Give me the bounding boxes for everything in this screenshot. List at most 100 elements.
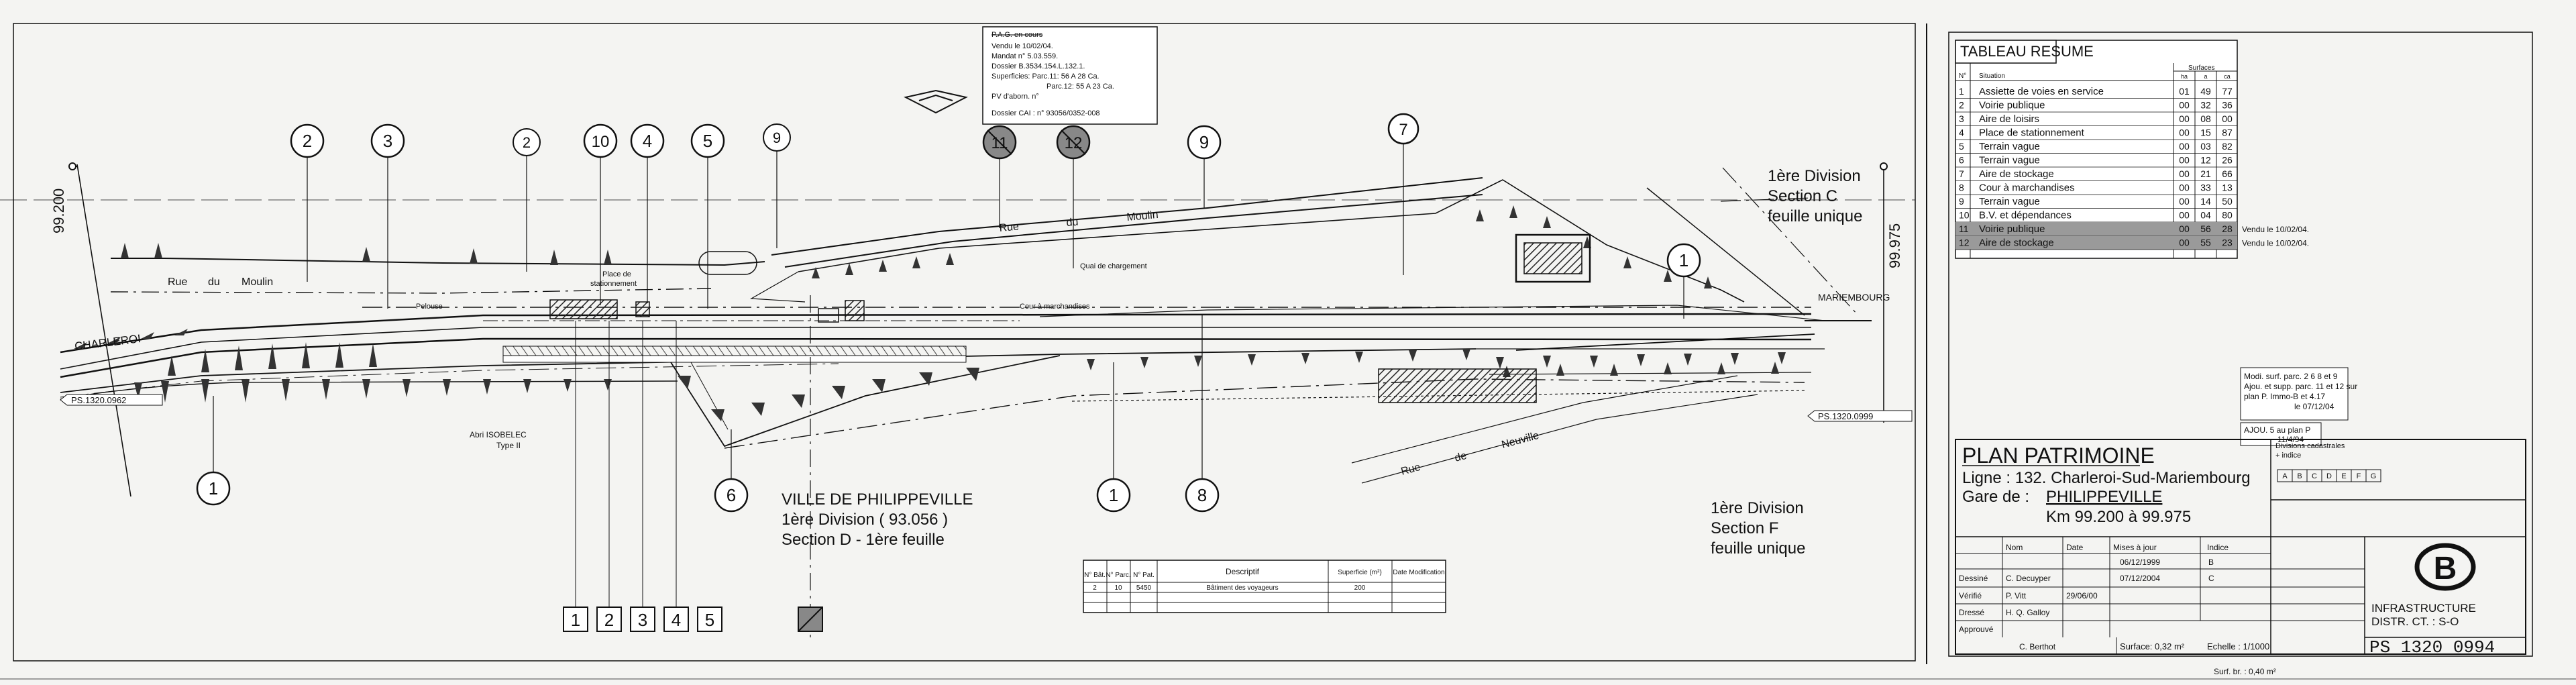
parcel-marker: 7 [1387,113,1419,275]
table-cell: 2 [1093,584,1097,592]
row-number: 6 [1959,155,1964,166]
north-arrow-icon [904,89,968,114]
role-date: 29/06/00 [2066,591,2098,600]
row-label: Terrain vague [1979,141,2040,152]
division-letter: E [2341,472,2346,480]
parcel-marker: 1 [196,396,231,506]
stamp-line: PV d'aborn. n° [991,93,1039,101]
km-markers: 99.200 99.975 PS.1320.0962 PS.1320.0999 [50,189,1913,422]
divisions-sub: + indice [2275,452,2301,460]
row-number: 9 [1959,196,1964,207]
cour-label: Cour à marchandises [1020,303,1090,311]
street-name: du [208,276,220,288]
parcel-marker: 1 [1096,362,1131,513]
note-line: plan P. Immo-B et 4.17 [2244,392,2326,401]
street-name: du [1066,216,1079,228]
role-label: Dessiné [1959,574,1988,583]
street-name: Rue [999,221,1020,234]
parcel-marker: 9 [1187,125,1222,208]
surface: Surface: 0,32 m² [2120,641,2185,651]
division-f-label: feuille unique [1711,539,1805,558]
logo-letter: B [2434,551,2457,586]
cancelled-box-icon [798,607,823,632]
buildings [549,233,1591,403]
row-a: 33 [2200,182,2211,193]
row-label: Terrain vague [1979,155,2040,166]
row-label: Aire de stockage [1979,168,2054,180]
street-name: Rue [1400,462,1422,478]
division-letter: A [2282,472,2288,480]
row-ha: 00 [2179,223,2190,234]
row-label: Assiette de voies en service [1979,86,2104,97]
division-letter: B [2297,472,2302,480]
hdr-date: Date [2066,543,2084,552]
row-a: 15 [2200,127,2211,138]
street-name: Neuville [1501,430,1540,451]
plan-number: PS 1320 0994 [2369,637,2495,657]
row-number: 2 [1959,100,1964,111]
note-line: Modi. surf. parc. 2 6 8 et 9 [2244,372,2338,381]
row-number: 4 [1959,127,1964,138]
row-a: 32 [2200,100,2211,111]
building-table: N° Bât. N° Parc. N° Pat. Descriptif Supe… [1083,560,1446,613]
row-ha: 00 [2179,210,2190,221]
parcel-number: 1 [1679,250,1688,270]
box-number: 2 [604,610,614,630]
table-header: N° Parc. [1106,572,1130,579]
row-label: Cour à marchandises [1979,182,2075,194]
mise-indice: B [2208,558,2214,567]
division-c-label: feuille unique [1768,207,1862,225]
parcel-number: 3 [383,131,392,151]
parcel-marker: 12 [1056,125,1091,268]
row-a: 04 [2200,210,2211,221]
row-a: 21 [2200,168,2211,179]
surf-br: Surf. br. : 0,40 m² [2214,667,2276,676]
stamp-title: P.A.G. en cours [991,31,1043,39]
row-a: 12 [2200,155,2211,166]
row-label: Aire de stockage [1979,238,2054,249]
division-f-label: Section F [1711,519,1778,537]
row-ca: 50 [2222,196,2233,207]
track-drawing [60,162,1888,637]
box-number: 5 [705,610,714,630]
col-n: N° [1959,72,1966,80]
division-letter: D [2326,472,2332,480]
parcel-marker: 10 [583,123,618,305]
row-note: Vendu le 10/02/04. [2242,225,2309,234]
ville-label: Section D - 1ère feuille [782,531,945,549]
embankment-hatching [74,205,1786,421]
note-line: le 07/12/04 [2294,402,2334,411]
stamp-line: Superficies: Parc.11: 56 A 28 Ca. [991,72,1099,81]
row-a: 08 [2200,113,2211,124]
parcel-marker: 9 [763,123,791,248]
row-ca: 80 [2222,210,2233,221]
row-number: 11 [1959,223,1969,234]
stamp-line: Mandat n° 5.03.559. [991,52,1058,60]
gare-name: PHILIPPEVILLE [2046,488,2162,506]
row-number: 7 [1959,168,1964,179]
km-range: Km 99.200 à 99.975 [2046,508,2191,526]
stamp-line: Dossier B.3534.154.L.132.1. [991,62,1085,70]
street-name: Moulin [1126,209,1159,223]
mise-indice: C [2208,574,2214,583]
parcel-number: 1 [209,478,218,498]
street-labels: Rue du Moulin Rue du Moulin Rue de Neuvi… [74,167,1890,558]
row-label: B.V. et dépendances [1979,210,2072,221]
hdr-mises: Mises à jour [2113,543,2157,552]
row-number: 1 [1959,86,1964,97]
row-ca: 82 [2222,141,2233,152]
parcel-marker: 8 [1185,315,1220,513]
col-surfaces: Surfaces [2188,64,2214,72]
box-number: 4 [672,610,681,630]
hdr-indice: Indice [2207,543,2229,552]
parcel-marker: 5 [690,123,725,309]
row-ha: 00 [2179,113,2190,124]
col-unit: ca [2224,73,2231,80]
row-ca: 66 [2222,168,2233,179]
parcel-number: 6 [727,485,736,505]
role-label: Dressé [1959,608,1984,617]
row-ha: 00 [2179,238,2190,248]
row-label: Aire de loisirs [1979,113,2039,125]
